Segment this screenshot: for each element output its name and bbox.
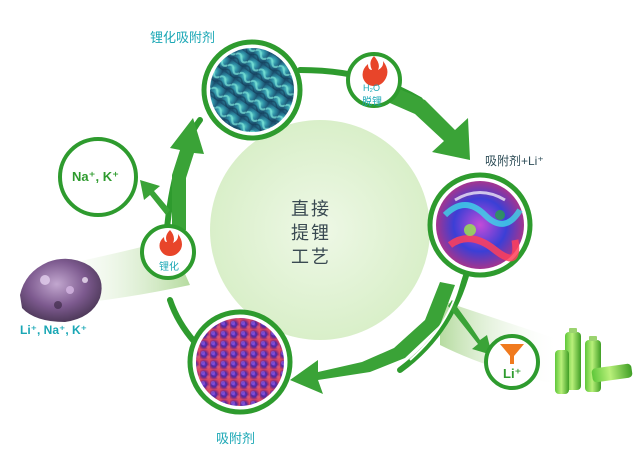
- node-bottom-sorbent: [187, 309, 293, 415]
- node-byproduct: [58, 137, 138, 217]
- center-title: 直接 提锂 工艺: [291, 197, 351, 269]
- center-circle: [210, 120, 430, 340]
- label-right-sorbent: 吸附剂+Li⁺: [485, 154, 544, 168]
- node-battery-output: [484, 334, 540, 390]
- cycle-arrows: [140, 85, 492, 394]
- arrow-byproduct: [140, 180, 170, 215]
- node-right-sorbent: [427, 172, 533, 278]
- arrow-delithiation: [383, 85, 470, 160]
- label-battery-output: Li⁺: [503, 366, 522, 381]
- label-top-sorbent: 锂化吸附剂: [150, 30, 216, 45]
- flame-icon: [159, 230, 182, 256]
- arrow-to-battery: [448, 300, 492, 355]
- label-delithiation: 脱锂: [362, 97, 382, 108]
- label-ore: Li⁺, Na⁺, K⁺: [20, 323, 88, 337]
- center-title-line: 直接: [291, 199, 331, 219]
- arrow-to-bottom: [290, 282, 455, 394]
- label-delithiation-water: H₂O: [363, 83, 380, 93]
- center-title-line: 工艺: [291, 247, 331, 267]
- flame-icon: [362, 56, 388, 86]
- battery-icon: [555, 328, 633, 394]
- funnel-icon: [500, 344, 524, 364]
- center-title-line: 提锂: [291, 223, 331, 243]
- label-bottom-sorbent: 吸附剂: [216, 431, 256, 446]
- step-lithiation: [140, 224, 196, 280]
- step-delithiation: [346, 52, 402, 108]
- label-lithiation: 锂化: [159, 262, 179, 273]
- label-byproduct: Na⁺, K⁺: [72, 169, 119, 184]
- arrow-lithiation: [170, 118, 204, 230]
- mineral-rock-icon: [20, 258, 102, 322]
- node-top-sorbent: [201, 39, 303, 141]
